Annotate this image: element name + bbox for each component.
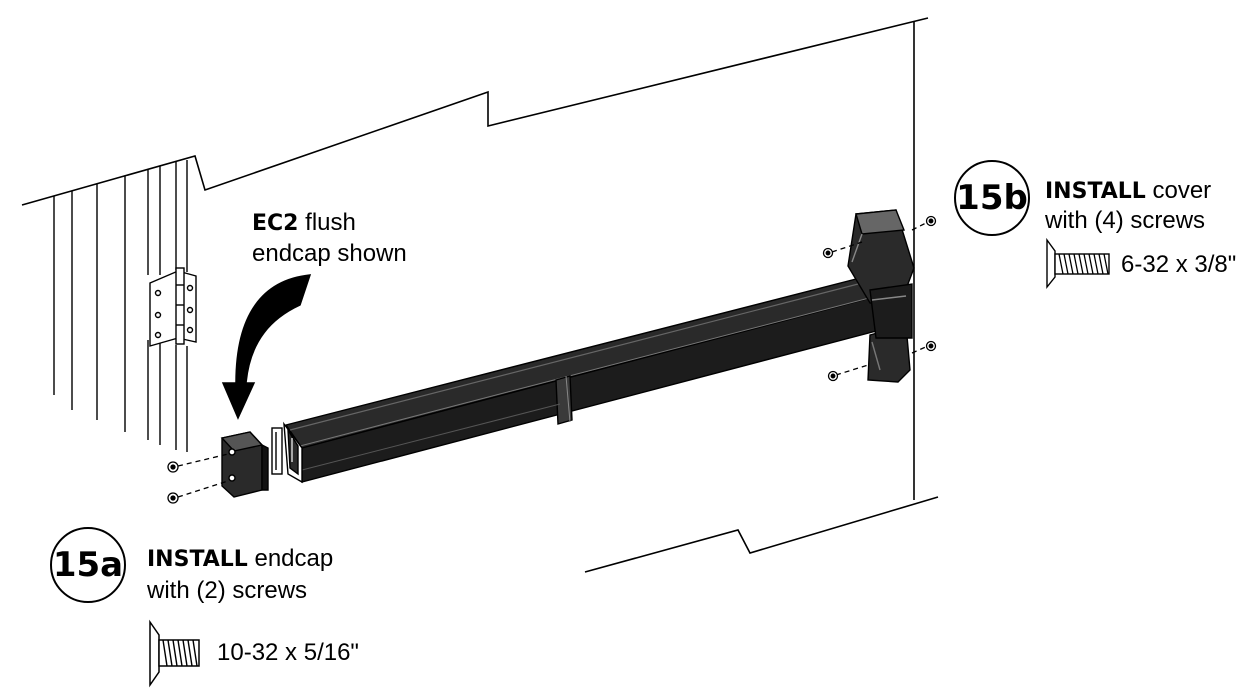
step-15a-badge: 15a [50, 527, 126, 603]
cover-screws [822, 215, 937, 382]
endcap-screws [167, 453, 229, 504]
door-hinge [149, 267, 197, 347]
curved-arrow-icon [221, 274, 312, 420]
step-15a-line1: INSTALL endcap [147, 543, 333, 575]
step-15a-object: endcap [247, 545, 334, 572]
step-15b-object: cover [1145, 177, 1212, 204]
mechanism-cover [847, 209, 915, 383]
step-15b-line2: with (4) screws [1045, 207, 1206, 234]
endcap-part [220, 431, 269, 498]
door-frame [53, 160, 188, 452]
step-15b-line1: INSTALL cover [1045, 175, 1211, 207]
ec2-model-label: EC2 [252, 211, 299, 236]
step-15b-badge: 15b [954, 160, 1030, 236]
step-15a-line2: with (2) screws [147, 577, 308, 604]
ec2-callout-text: flush [298, 209, 356, 236]
step-15b-screw-size: 6-32 x 3/8" [1121, 251, 1237, 278]
flat-head-screw-icon [1046, 237, 1110, 289]
step-15a-verb: INSTALL [147, 547, 248, 572]
step-15a-screw-size: 10-32 x 5/16" [217, 639, 359, 666]
step-15b-verb: INSTALL [1045, 179, 1146, 204]
flat-head-screw-icon [149, 619, 200, 688]
door-outline [21, 17, 939, 573]
exit-device-bar [271, 277, 881, 484]
ec2-callout-line2: endcap shown [252, 240, 407, 267]
ec2-callout-line1: EC2 flush [252, 207, 356, 239]
